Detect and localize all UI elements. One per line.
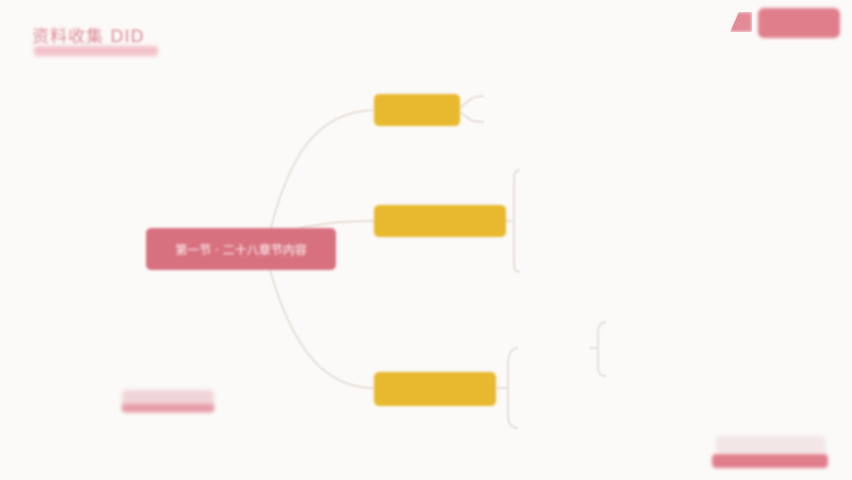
connector-b3-sub-bracket [596, 320, 607, 378]
connector-b1-leaf-2 [459, 111, 485, 124]
branch-node-3[interactable] [374, 372, 496, 406]
bottom-left-note-bar [122, 404, 214, 412]
connector-b1-leaf-1 [459, 94, 485, 109]
top-right-button[interactable] [758, 8, 840, 38]
connector-root-branch-3 [268, 269, 375, 390]
branch-node-1[interactable] [374, 94, 460, 126]
connector-root-branch-2 [299, 219, 375, 230]
bottom-right-bar [712, 454, 828, 468]
root-node[interactable]: 第一节 · 二十八章节内容 [146, 228, 336, 270]
connector-b2-bracket [512, 168, 521, 274]
connector-b3-bracket [506, 346, 519, 430]
watermark-text: 资料收集 DID [32, 27, 145, 47]
branch-node-2[interactable] [374, 205, 506, 237]
connector-root-branch-1 [268, 108, 375, 233]
watermark-underline [34, 46, 158, 56]
bottom-right-info [716, 436, 826, 454]
